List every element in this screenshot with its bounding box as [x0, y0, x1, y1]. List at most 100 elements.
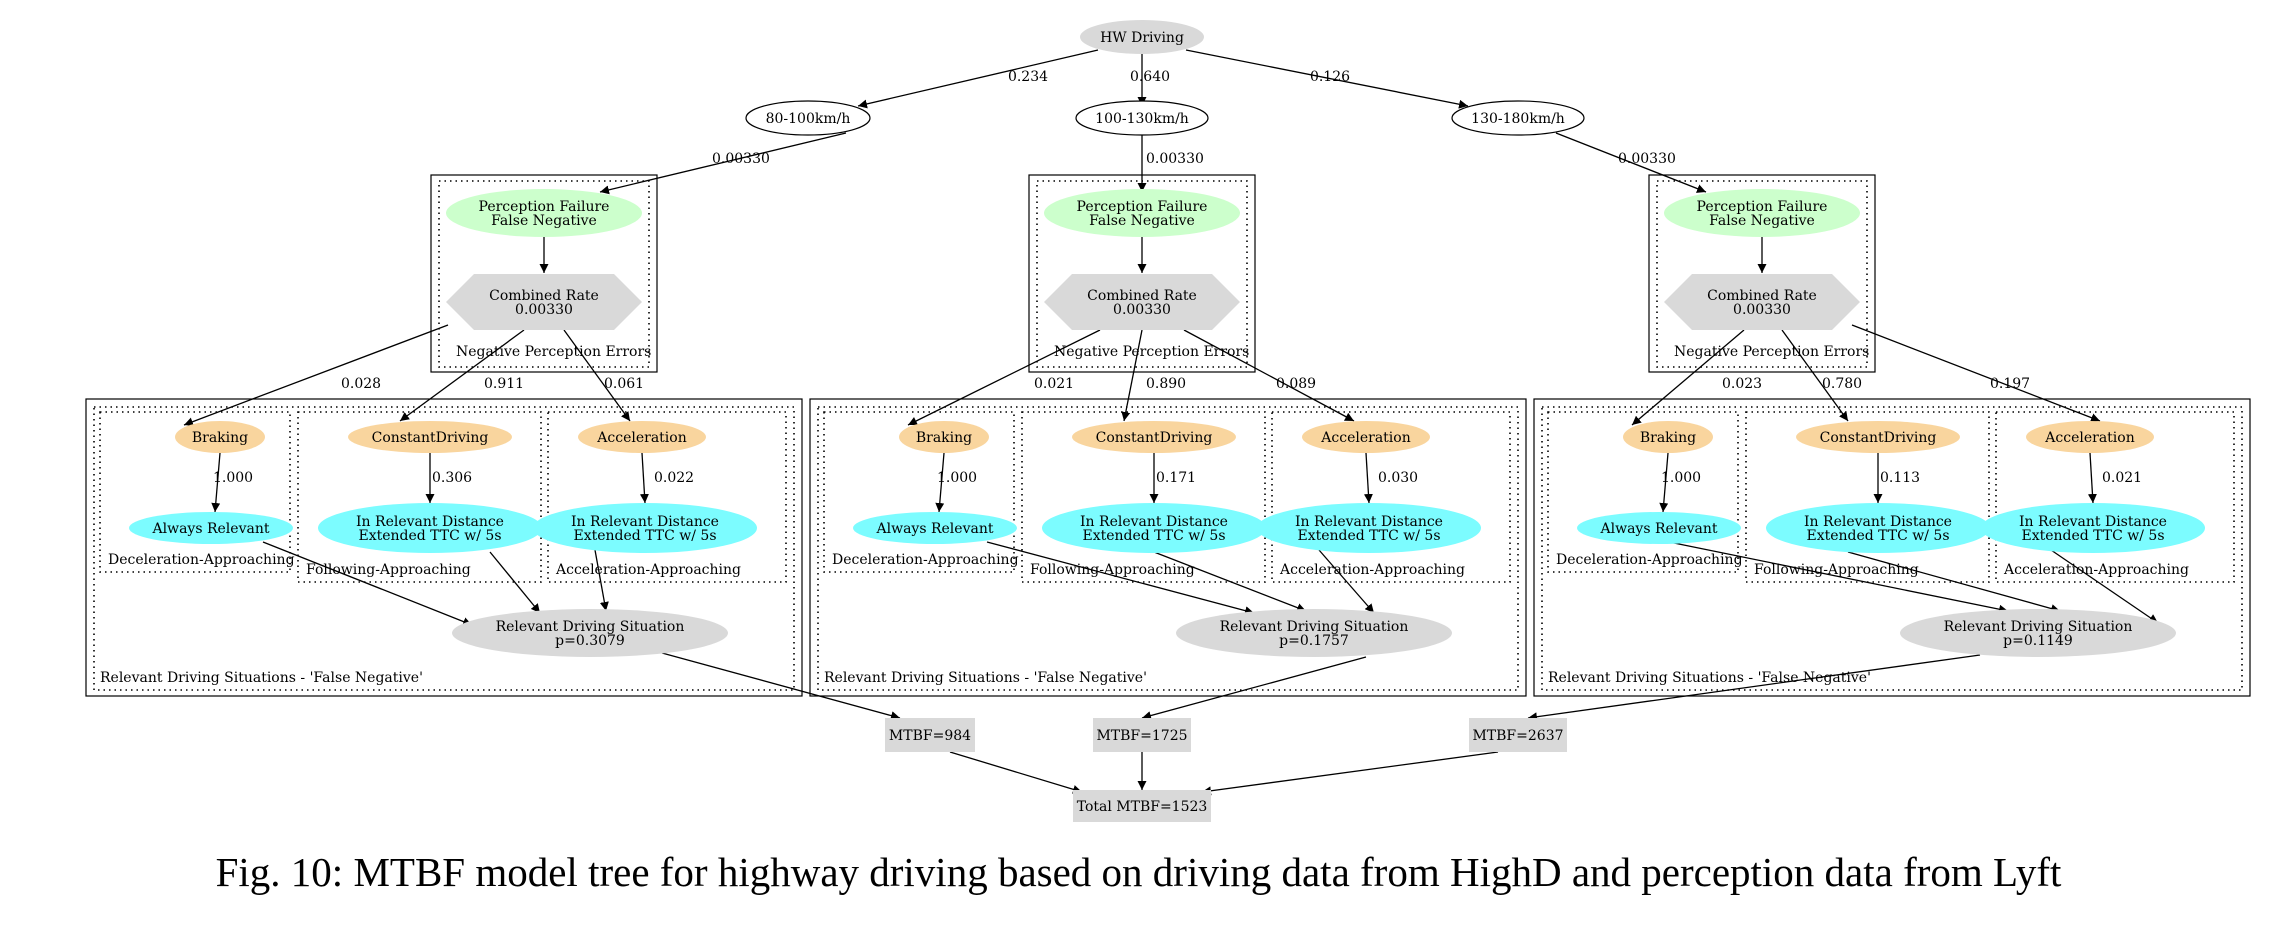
branch-3-to-perception-edge: 0.00330	[1555, 132, 1707, 193]
total-mtbf-node-label-line-1: Total MTBF=1523	[1077, 799, 1208, 815]
branch-2-maneuver-1-to-situation-edge-line	[986, 541, 1255, 616]
branch-3-maneuver-3-node: Acceleration	[2026, 421, 2154, 453]
branch-1-combined-rate-node-label-line-2: 0.00330	[515, 302, 573, 318]
branch-3-maneuver-2-node-label-line-1: ConstantDriving	[1820, 430, 1937, 446]
branch-2-maneuver-3-edge: 0.089	[1183, 329, 1355, 422]
branch-1-maneuver-1-node-label-line-1: Braking	[192, 430, 248, 446]
branch-1-perception-failure-node-label-line-1: Perception Failure	[479, 199, 610, 215]
branch-1-maneuver-3-edge-label: 0.061	[604, 376, 644, 392]
branch-2-maneuver-3-node-label-line-1: Acceleration	[1320, 430, 1410, 446]
branch-1-maneuver-3-edge: 0.061	[563, 329, 644, 422]
branch-1-maneuver-2-cluster: Following-Approaching	[297, 411, 542, 583]
branch-1-maneuver-3-cluster-label: Acceleration-Approaching	[555, 562, 741, 578]
branch-3-maneuver-1-edge-line	[1631, 329, 1745, 426]
branch-3-maneuver-1-node-label-line-1: Braking	[1640, 430, 1696, 446]
branch-3-to-mtbf-edge	[1527, 654, 1981, 722]
branch-1-maneuver-1-edge-label: 0.028	[341, 376, 381, 392]
branch-2-maneuver-2-edge-label: 0.890	[1146, 376, 1186, 392]
branch-2-maneuver-2-cluster: Following-Approaching	[1021, 411, 1266, 583]
branch-1-situations-cluster-border	[93, 406, 795, 691]
branch-2-maneuver-1-node: Braking	[899, 421, 989, 453]
branch-3-maneuver-1-relevance-edge-line	[1659, 452, 1669, 513]
branch-2-maneuver-2-cluster-border	[1021, 411, 1266, 583]
branch-1-maneuver-1-relevance-edge: 1.000	[211, 452, 253, 513]
branch-2-to-perception-edge-label: 0.00330	[1146, 151, 1204, 167]
branch-2-maneuver-2-edge: 0.890	[1121, 329, 1186, 422]
branch-3-situation-node-shape	[1900, 609, 2176, 657]
branch-1-combined-rate-node-label-line-1: Combined Rate	[489, 288, 599, 304]
branch-3-maneuver-1-relevance-node: Always Relevant	[1577, 512, 1741, 544]
branch-2-to-mtbf-edge-line	[1141, 656, 1367, 720]
branch-1-maneuver-2-cluster-border	[297, 411, 542, 583]
branch-1-perception-cluster-label: Negative Perception Errors	[456, 344, 651, 360]
branch-2-maneuver-2-cluster-label: Following-Approaching	[1030, 562, 1195, 578]
branch-3-maneuver-1-relevance-node-label-line-1: Always Relevant	[1600, 521, 1718, 537]
branch-1-speed-node-shape	[745, 100, 871, 136]
branch-3-maneuver-3-relevance-node-label-line-1: In Relevant Distance	[2019, 514, 2167, 530]
branch-2-maneuver-1-edge-line	[907, 329, 1101, 426]
branch-1-to-mtbf-edge-line	[661, 652, 901, 720]
branch-2-maneuver-1-cluster-label: Deceleration-Approaching	[832, 552, 1019, 568]
root-node-shape	[1080, 20, 1204, 54]
branch-2-to-mtbf-edge	[1141, 656, 1367, 720]
branch-3-maneuver-3-relevance-node-label-line-2: Extended TTC w/ 5s	[2021, 528, 2164, 544]
branch-3-combined-rate-node-shape	[1664, 274, 1860, 330]
branch-2-maneuver-3-to-situation-edge-line	[1318, 549, 1375, 614]
branch-1-speed-edge-line	[857, 49, 1099, 109]
branch-3-maneuver-2-relevance-node-label-line-2: Extended TTC w/ 5s	[1806, 528, 1949, 544]
branch-2-maneuver-2-relevance-edge-label: 0.171	[1156, 470, 1196, 486]
branch-3-maneuver-3-node-label-line-1: Acceleration	[2044, 430, 2134, 446]
branch-1-maneuver-1-relevance-edge-line	[211, 452, 221, 513]
branch-2-perception-failure-node-label-line-1: Perception Failure	[1077, 199, 1208, 215]
branch-3-perception-failure-node-label-line-2: False Negative	[1709, 213, 1815, 229]
branch-3-speed-node-shape	[1451, 100, 1585, 136]
branch-3-combined-rate-node-label-line-2: 0.00330	[1733, 302, 1791, 318]
branch-2-situations-cluster-label: Relevant Driving Situations - 'False Neg…	[824, 670, 1147, 686]
branch-3-maneuver-3-cluster-label: Acceleration-Approaching	[2003, 562, 2189, 578]
branch-2-situation-node-shape	[1176, 609, 1452, 657]
branch-2-maneuver-3-relevance-edge: 0.030	[1363, 452, 1418, 504]
branch-3-maneuver-1-node: Braking	[1623, 421, 1713, 453]
branch-3-perception-outer	[1648, 174, 1876, 373]
branch-3-maneuver-3-relevance-edge-line	[2087, 452, 2097, 504]
branch-3-maneuver-3-to-situation-edge-line	[2050, 549, 2159, 624]
branch-2-maneuver-2-relevance-edge: 0.171	[1149, 453, 1196, 503]
branch-1-to-total-edge-line	[949, 751, 1083, 794]
branch-3-maneuver-2-edge-line	[1781, 329, 1849, 422]
branch-1-combined-rate-node-shape	[446, 274, 642, 330]
branch-2-mtbf-node-label-line-1: MTBF=1725	[1096, 728, 1187, 744]
branch-1-maneuver-2-to-situation-edge	[489, 551, 541, 614]
branch-2-perception-failure-node-shape	[1044, 189, 1240, 237]
branch-3-perception-cluster-label: Negative Perception Errors	[1674, 344, 1869, 360]
branch-1-maneuver-3-node-label-line-1: Acceleration	[596, 430, 686, 446]
branch-3-situations-outer-border	[1533, 398, 2251, 697]
branch-2-maneuver-2-relevance-node-shape	[1042, 503, 1266, 553]
branch-3-maneuver-2-node: ConstantDriving	[1796, 421, 1960, 453]
figure-caption: Fig. 10: MTBF model tree for highway dri…	[215, 849, 2062, 895]
branch-1-maneuver-1-relevance-node: Always Relevant	[129, 512, 293, 544]
branch-3-to-mtbf-edge-line	[1527, 654, 1981, 722]
branch-2-perception-failure-node-label-line-2: False Negative	[1089, 213, 1195, 229]
root-node-label-line-1: HW Driving	[1100, 30, 1184, 46]
branch-1-maneuver-2-cluster-label: Following-Approaching	[306, 562, 471, 578]
branch-1-situation-node-label-line-1: Relevant Driving Situation	[496, 619, 685, 635]
branch-1-to-perception-edge-label: 0.00330	[712, 151, 770, 167]
branch-3-speed-edge-line	[1185, 49, 1469, 109]
branch-2-maneuver-3-cluster: Acceleration-Approaching	[1271, 411, 1511, 583]
branch-3-maneuver-1-cluster-label: Deceleration-Approaching	[1556, 552, 1743, 568]
branch-1-maneuver-3-relevance-edge-label: 0.022	[654, 470, 694, 486]
branch-1-maneuver-1-cluster-label: Deceleration-Approaching	[108, 552, 295, 568]
branch-2-maneuver-1-cluster-border	[823, 411, 1015, 573]
branch-1-maneuver-2-edge-line	[399, 329, 525, 422]
branch-1-maneuver-1-to-situation-edge-line	[262, 541, 473, 626]
branch-2-situation-node-label-line-2: p=0.1757	[1279, 633, 1349, 649]
branch-1-maneuver-1-to-situation-edge	[262, 541, 473, 626]
branch-3-perception-failure-node-shape	[1664, 189, 1860, 237]
branch-1-maneuver-3-to-situation-edge	[594, 549, 609, 612]
branch-3-maneuver-1-relevance-edge: 1.000	[1659, 452, 1701, 513]
